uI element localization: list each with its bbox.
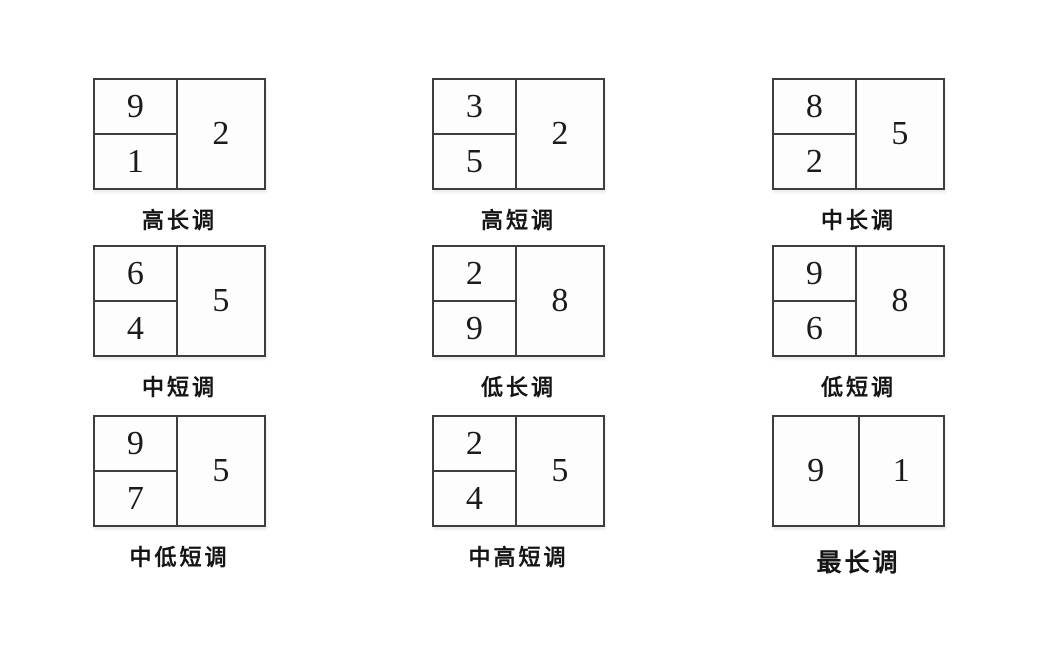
left-column: 3 5: [434, 80, 517, 188]
tone-box: 8 2 5: [772, 78, 945, 190]
cell-top-left: 9: [95, 417, 176, 472]
tone-card: 2 4 5 中高短调: [432, 415, 605, 572]
cell-bottom-left: 5: [465, 142, 483, 180]
tone-card: 9 6 8 低短调: [772, 245, 945, 402]
left-column: 9 7: [95, 417, 178, 525]
cell-bottom-left: 9: [465, 309, 483, 347]
tone-label: 低短调: [820, 375, 896, 400]
cell-top-left: 3: [434, 80, 515, 135]
tone-box: 9 1 2: [93, 78, 266, 190]
cell-bottom-left: 6: [805, 309, 823, 347]
left-column: 2 4: [434, 417, 517, 525]
tone-box: 2 9 8: [432, 245, 605, 357]
left-column: 9 1: [95, 80, 178, 188]
cell-right: 2: [212, 115, 230, 152]
cell-right: 5: [891, 115, 909, 152]
tone-label: 中低短调: [129, 545, 230, 570]
tone-card: 9 1 2 高长调: [93, 78, 266, 235]
tone-label: 中长调: [820, 208, 896, 233]
cell-bottom-left: 4: [465, 479, 483, 517]
tone-label: 低长调: [480, 375, 556, 400]
cell-right: 5: [551, 452, 569, 489]
cell-right: 8: [551, 282, 569, 319]
cell-bottom-left: 1: [126, 142, 144, 180]
tone-box: 2 4 5: [432, 415, 605, 527]
tone-label: 高长调: [141, 208, 217, 233]
left-column: 6 4: [95, 247, 178, 355]
cell-top-left: 9: [95, 80, 176, 135]
cell-top-left: 9: [774, 247, 855, 302]
tone-card: 9 7 5 中低短调: [93, 415, 266, 572]
tone-card: 2 9 8 低长调: [432, 245, 605, 402]
cell-top-left: 6: [95, 247, 176, 302]
tone-card: 3 5 2 高短调: [432, 78, 605, 235]
cell-right: 2: [551, 115, 569, 152]
cell-top-left: 8: [774, 80, 855, 135]
tone-box: 6 4 5: [93, 245, 266, 357]
tone-card: 8 2 5 中长调: [772, 78, 945, 235]
tone-box: 9 1: [772, 415, 945, 527]
tone-label: 高短调: [480, 208, 556, 233]
left-column: 2 9: [434, 247, 517, 355]
cell-left: 9: [774, 417, 860, 525]
tone-label: 中短调: [141, 375, 217, 400]
cell-top-left: 2: [434, 417, 515, 472]
tone-label: 中高短调: [468, 545, 569, 570]
tone-box: 3 5 2: [432, 78, 605, 190]
cell-right: 5: [212, 282, 230, 319]
tone-box: 9 6 8: [772, 245, 945, 357]
tone-card: 6 4 5 中短调: [93, 245, 266, 402]
tone-label: 最长调: [816, 549, 901, 577]
cell-right: 5: [212, 452, 230, 489]
cell-right: 8: [891, 282, 909, 319]
tone-card: 9 1 最长调: [772, 415, 945, 579]
cell-bottom-left: 2: [805, 142, 823, 180]
left-column: 8 2: [774, 80, 857, 188]
cell-right: 1: [892, 452, 910, 489]
cell-bottom-left: 4: [126, 309, 144, 347]
tone-box: 9 7 5: [93, 415, 266, 527]
cell-bottom-left: 7: [126, 479, 144, 517]
cell-top-left: 2: [434, 247, 515, 302]
left-column: 9 6: [774, 247, 857, 355]
